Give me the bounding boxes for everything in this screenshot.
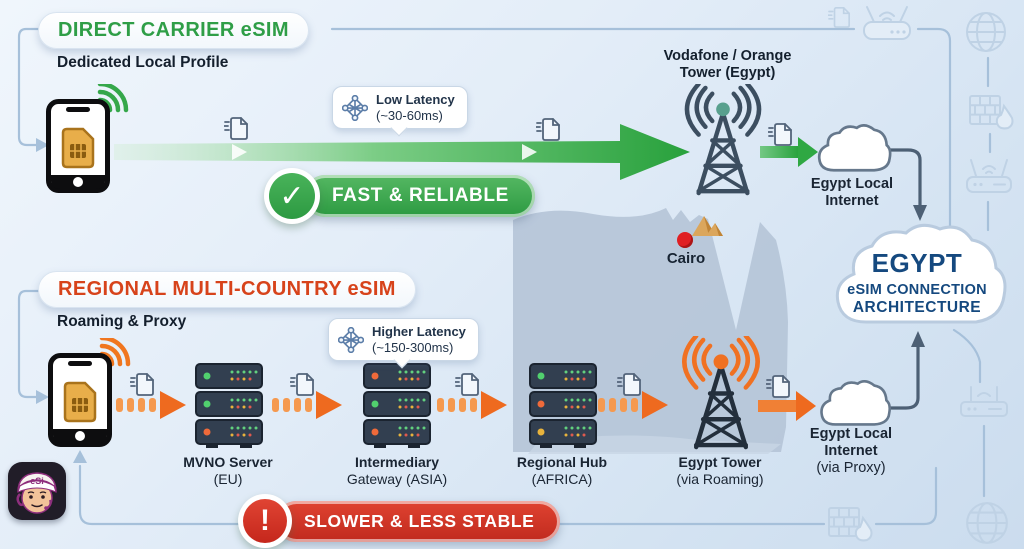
low-latency-badge: Low Latency (~30-60ms) bbox=[332, 86, 468, 130]
regional-title-pill: REGIONAL MULTI-COUNTRY eSIM bbox=[38, 271, 416, 308]
brand-mascot-logo: eSi bbox=[8, 462, 66, 520]
egypt-roaming-tower-icon bbox=[682, 336, 760, 450]
roaming-hop-arrow bbox=[116, 391, 186, 419]
smartphone-esim-icon bbox=[48, 353, 112, 447]
globe-icon bbox=[966, 502, 1008, 544]
data-packet-icon bbox=[536, 118, 560, 141]
fast-reliable-badge: ✓ FAST & RELIABLE bbox=[264, 168, 535, 224]
tower-caption: Vodafone / Orange Tower (Egypt) bbox=[663, 48, 792, 82]
proxy-cloud-arrow bbox=[758, 391, 816, 421]
architecture-cloud bbox=[835, 223, 1007, 324]
direct-flow-arrow bbox=[114, 124, 690, 180]
wifi-router-icon bbox=[966, 159, 1012, 193]
wifi-router-icon bbox=[960, 386, 1008, 417]
city-label: Cairo bbox=[666, 250, 706, 267]
node-caption-hub: Regional Hub (AFRICA) bbox=[516, 454, 608, 487]
internet-cloud-icon bbox=[817, 124, 892, 172]
latency-title: Higher Latency bbox=[372, 324, 466, 339]
cloud-caption-proxy: Egypt Local Internet (via Proxy) bbox=[809, 426, 893, 477]
city-marker-dot bbox=[677, 232, 693, 248]
regional-hub-server-icon bbox=[529, 363, 597, 448]
architecture-cloud-caption: EGYPT eSIM CONNECTION ARCHITECTURE bbox=[847, 248, 987, 316]
direct-carrier-title: DIRECT CARRIER eSIM bbox=[38, 12, 309, 49]
latency-value: (~150-300ms) bbox=[372, 339, 454, 355]
fast-reliable-label: FAST & RELIABLE bbox=[304, 175, 535, 217]
direct-carrier-subtitle: Dedicated Local Profile bbox=[57, 54, 229, 71]
firewall-icon bbox=[969, 95, 1014, 130]
check-icon: ✓ bbox=[264, 168, 320, 224]
higher-latency-badge: Higher Latency (~150-300ms) bbox=[328, 318, 479, 362]
firewall-icon bbox=[828, 507, 873, 542]
roaming-hop-arrow bbox=[598, 391, 668, 419]
data-packet-icon bbox=[766, 375, 790, 398]
pyramids-icon bbox=[692, 216, 723, 236]
globe-icon bbox=[966, 12, 1006, 52]
roaming-hop-arrow bbox=[437, 391, 507, 419]
node-caption-mvno: MVNO Server (EU) bbox=[183, 454, 273, 487]
data-packet-icon bbox=[290, 373, 314, 396]
warning-icon: ! bbox=[238, 494, 292, 548]
data-packet-icon bbox=[617, 373, 641, 396]
node-caption-egypt-tower: Egypt Tower (via Roaming) bbox=[676, 454, 764, 487]
latency-value: (~30-60ms) bbox=[376, 107, 443, 123]
slower-label: SLOWER & LESS STABLE bbox=[276, 500, 561, 542]
regional-title: REGIONAL MULTI-COUNTRY eSIM bbox=[38, 271, 416, 308]
gateway-server-icon bbox=[363, 363, 431, 448]
slower-badge: ! SLOWER & LESS STABLE bbox=[238, 494, 561, 548]
network-mesh-icon bbox=[342, 94, 368, 121]
cell-tower-icon bbox=[684, 84, 762, 196]
roaming-hop-arrow bbox=[272, 391, 342, 419]
mvno-server-icon bbox=[195, 363, 263, 448]
internet-cloud-icon bbox=[820, 380, 892, 426]
node-caption-gateway: Intermediary Gateway (ASIA) bbox=[346, 454, 448, 487]
regional-subtitle: Roaming & Proxy bbox=[57, 313, 187, 330]
data-packet-icon bbox=[455, 373, 479, 396]
cloud-caption: Egypt Local Internet bbox=[810, 176, 894, 210]
network-mesh-icon bbox=[338, 326, 364, 353]
data-packet-icon bbox=[768, 123, 792, 146]
wifi-router-icon bbox=[863, 6, 911, 40]
smartphone-esim-icon bbox=[46, 99, 110, 193]
latency-title: Low Latency bbox=[376, 92, 455, 107]
data-packet-icon bbox=[224, 117, 248, 140]
svg-text:eSi: eSi bbox=[30, 476, 44, 486]
direct-cloud-arrow bbox=[760, 137, 818, 167]
direct-carrier-title-pill: DIRECT CARRIER eSIM bbox=[38, 12, 309, 49]
data-packet-icon bbox=[828, 7, 850, 28]
data-packet-icon bbox=[130, 373, 154, 396]
